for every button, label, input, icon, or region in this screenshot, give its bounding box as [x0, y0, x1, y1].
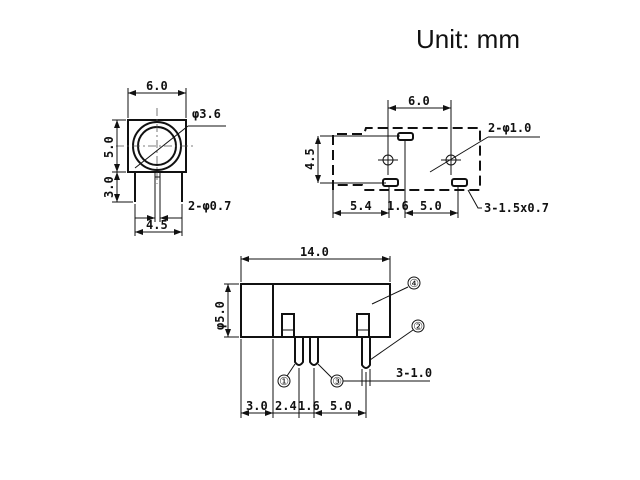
callout-1: ①	[279, 375, 289, 388]
dim-3-0-label: 3.0	[246, 399, 268, 413]
bottom-view: 6.0 2-φ1.0 4.5 5.4 1.6 5.0 3-1.5x0.7	[303, 94, 549, 218]
dia-label: φ5.0	[213, 301, 227, 330]
bore-dia-label: φ3.6	[192, 107, 221, 121]
pin-spacing-label: 4.5	[146, 218, 168, 232]
front-width-label: 6.0	[146, 79, 168, 93]
pin-length-label: 3.0	[102, 176, 116, 198]
dim-2-4-label: 2.4	[275, 399, 297, 413]
side-view: 14.0 φ5.0 ④ ② ① ③ 3-1.0 3.0 2.4 1.6 5.0	[213, 245, 432, 418]
hole-dia-label: 2-φ1.0	[488, 121, 531, 135]
dim-5-4-label: 5.4	[350, 199, 372, 213]
callout-4: ④	[409, 277, 419, 290]
pin-dia-label: 2-φ0.7	[188, 199, 231, 213]
callout-2: ②	[413, 320, 423, 333]
dim-1-6-label: 1.6	[387, 199, 409, 213]
front-height-label: 5.0	[102, 136, 116, 158]
pad-size-label: 3-1.5x0.7	[484, 201, 549, 215]
front-view: 6.0 φ3.6 5.0 3.0 2-φ0.7 4.5	[102, 79, 231, 236]
unit-label: Unit: mm	[416, 24, 520, 54]
pin-width-label: 3-1.0	[396, 366, 432, 380]
depth-label: 4.5	[303, 148, 317, 170]
dim-5-0-label: 5.0	[330, 399, 352, 413]
dim-1-6-label: 1.6	[298, 399, 320, 413]
hole-spacing-label: 6.0	[408, 94, 430, 108]
dim-5-0-label: 5.0	[420, 199, 442, 213]
callout-3: ③	[332, 375, 342, 388]
length-label: 14.0	[300, 245, 329, 259]
